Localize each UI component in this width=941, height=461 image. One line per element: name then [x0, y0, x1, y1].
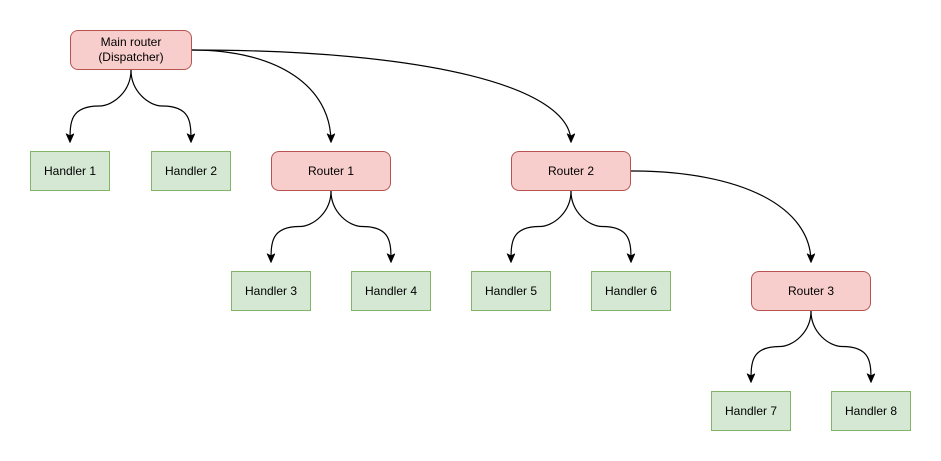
node-handler-2[interactable]: Handler 2 — [151, 151, 231, 191]
edge-e-main-r1 — [191, 49, 331, 142]
node-label-handler-5: Handler 5 — [484, 283, 538, 298]
edge-e-main-h1 — [70, 69, 132, 142]
node-handler-7[interactable]: Handler 7 — [711, 391, 791, 431]
node-handler-5[interactable]: Handler 5 — [471, 271, 551, 311]
node-label-router-3: Router 3 — [787, 283, 835, 298]
edge-e-r3-h8 — [810, 310, 871, 382]
node-label-handler-7: Handler 7 — [724, 403, 778, 418]
node-label-handler-8: Handler 8 — [844, 403, 898, 418]
node-label-router-2: Router 2 — [547, 163, 595, 178]
edge-e-r1-h4 — [330, 190, 391, 262]
node-label-main-router: Main router (Dispatcher) — [98, 35, 164, 64]
node-label-handler-2: Handler 2 — [164, 163, 218, 178]
edge-e-r1-h3 — [271, 190, 332, 262]
edge-e-main-r2 — [191, 49, 571, 142]
edge-e-r2-h6 — [570, 190, 631, 262]
node-main-router[interactable]: Main router (Dispatcher) — [70, 30, 192, 70]
node-handler-6[interactable]: Handler 6 — [591, 271, 671, 311]
node-router-1[interactable]: Router 1 — [271, 151, 391, 191]
node-router-3[interactable]: Router 3 — [751, 271, 871, 311]
node-label-handler-6: Handler 6 — [604, 283, 658, 298]
edge-e-r2-h5 — [511, 190, 572, 262]
node-label-handler-3: Handler 3 — [244, 283, 298, 298]
edge-e-main-h2 — [130, 69, 191, 142]
node-label-handler-1: Handler 1 — [43, 163, 97, 178]
edge-e-r3-h7 — [751, 310, 812, 382]
node-handler-4[interactable]: Handler 4 — [351, 271, 431, 311]
node-handler-1[interactable]: Handler 1 — [30, 151, 110, 191]
edge-e-r2-r3 — [630, 170, 811, 262]
node-handler-8[interactable]: Handler 8 — [831, 391, 911, 431]
node-router-2[interactable]: Router 2 — [511, 151, 631, 191]
node-label-handler-4: Handler 4 — [364, 283, 418, 298]
node-handler-3[interactable]: Handler 3 — [231, 271, 311, 311]
node-label-router-1: Router 1 — [307, 163, 355, 178]
